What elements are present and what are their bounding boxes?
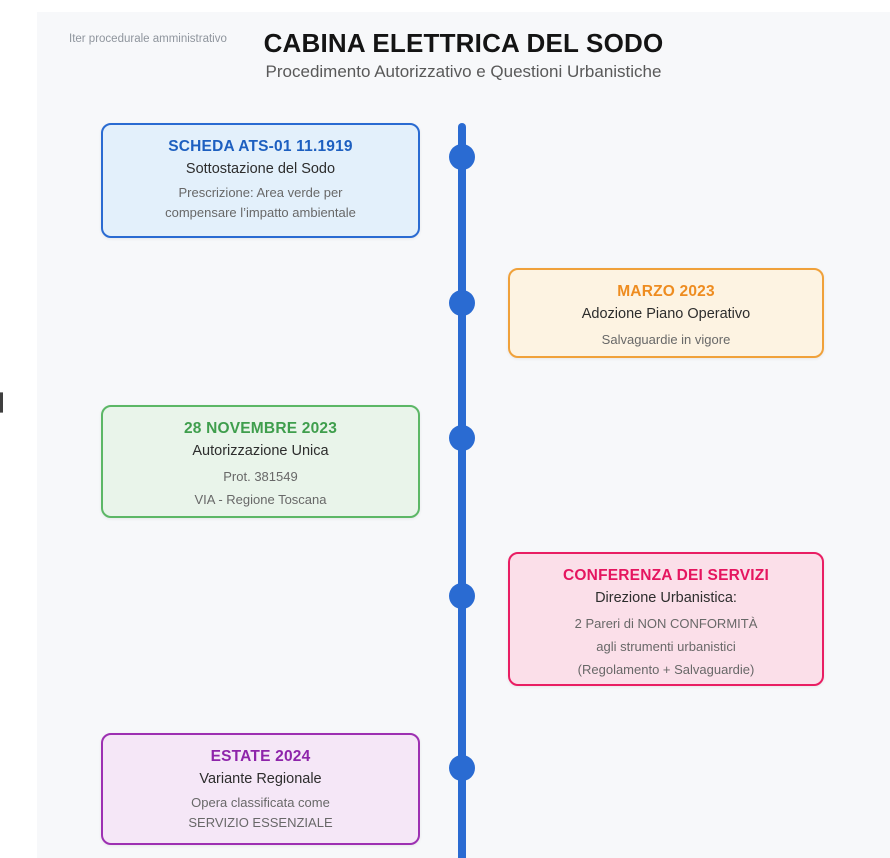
page-subtitle: Procedimento Autorizzativo e Questioni U… (265, 62, 662, 81)
event-detail: (Regolamento + Salvaguardie) (577, 662, 755, 677)
event-title: MARZO 2023 (617, 283, 715, 300)
eyebrow-label: Iter procedurale amministrativo (69, 33, 227, 45)
event-detail: Salvaguardie in vigore (601, 332, 731, 347)
left-edge-scroll-marker (0, 392, 3, 413)
event-detail: agli strumenti urbanistici (596, 639, 736, 654)
event-subtitle: Adozione Piano Operativo (581, 306, 751, 322)
event-card-28-novembre-2023: 28 NOVEMBRE 2023 Autorizzazione Unica Pr… (101, 405, 420, 518)
timeline-dot (449, 144, 475, 170)
event-subtitle: Direzione Urbanistica: (595, 590, 737, 606)
timeline-dot (449, 755, 475, 781)
page-title: CABINA ELETTRICA DEL SODO (263, 28, 664, 58)
event-title: 28 NOVEMBRE 2023 (183, 420, 338, 437)
event-subtitle: Sottostazione del Sodo (185, 161, 336, 177)
timeline-dot (449, 425, 475, 451)
timeline-dot (449, 583, 475, 609)
event-card-conferenza-servizi: CONFERENZA DEI SERVIZI Direzione Urbanis… (508, 552, 824, 686)
event-detail: Prescrizione: Area verde per (178, 185, 343, 200)
event-detail: 2 Pareri di NON CONFORMITÀ (574, 616, 758, 631)
event-card-marzo-2023: MARZO 2023 Adozione Piano Operativo Salv… (508, 268, 824, 358)
event-title: ESTATE 2024 (210, 748, 311, 765)
event-subtitle: Variante Regionale (199, 771, 322, 787)
timeline-dot (449, 290, 475, 316)
event-card-estate-2024: ESTATE 2024 Variante Regionale Opera cla… (101, 733, 420, 845)
event-card-scheda-ats: SCHEDA ATS-01 11.1919 Sottostazione del … (101, 123, 420, 238)
event-subtitle: Autorizzazione Unica (192, 443, 329, 459)
event-title: CONFERENZA DEI SERVIZI (563, 567, 769, 584)
event-detail: compensare l’impatto ambientale (165, 204, 356, 220)
event-detail: SERVIZIO ESSENZIALE (188, 814, 333, 830)
event-detail: VIA - Regione Toscana (194, 492, 327, 507)
timeline-line (458, 123, 466, 858)
event-detail: Prot. 381549 (223, 469, 298, 484)
event-detail: Opera classificata come (191, 795, 330, 810)
event-title: SCHEDA ATS-01 11.1919 (168, 138, 353, 155)
